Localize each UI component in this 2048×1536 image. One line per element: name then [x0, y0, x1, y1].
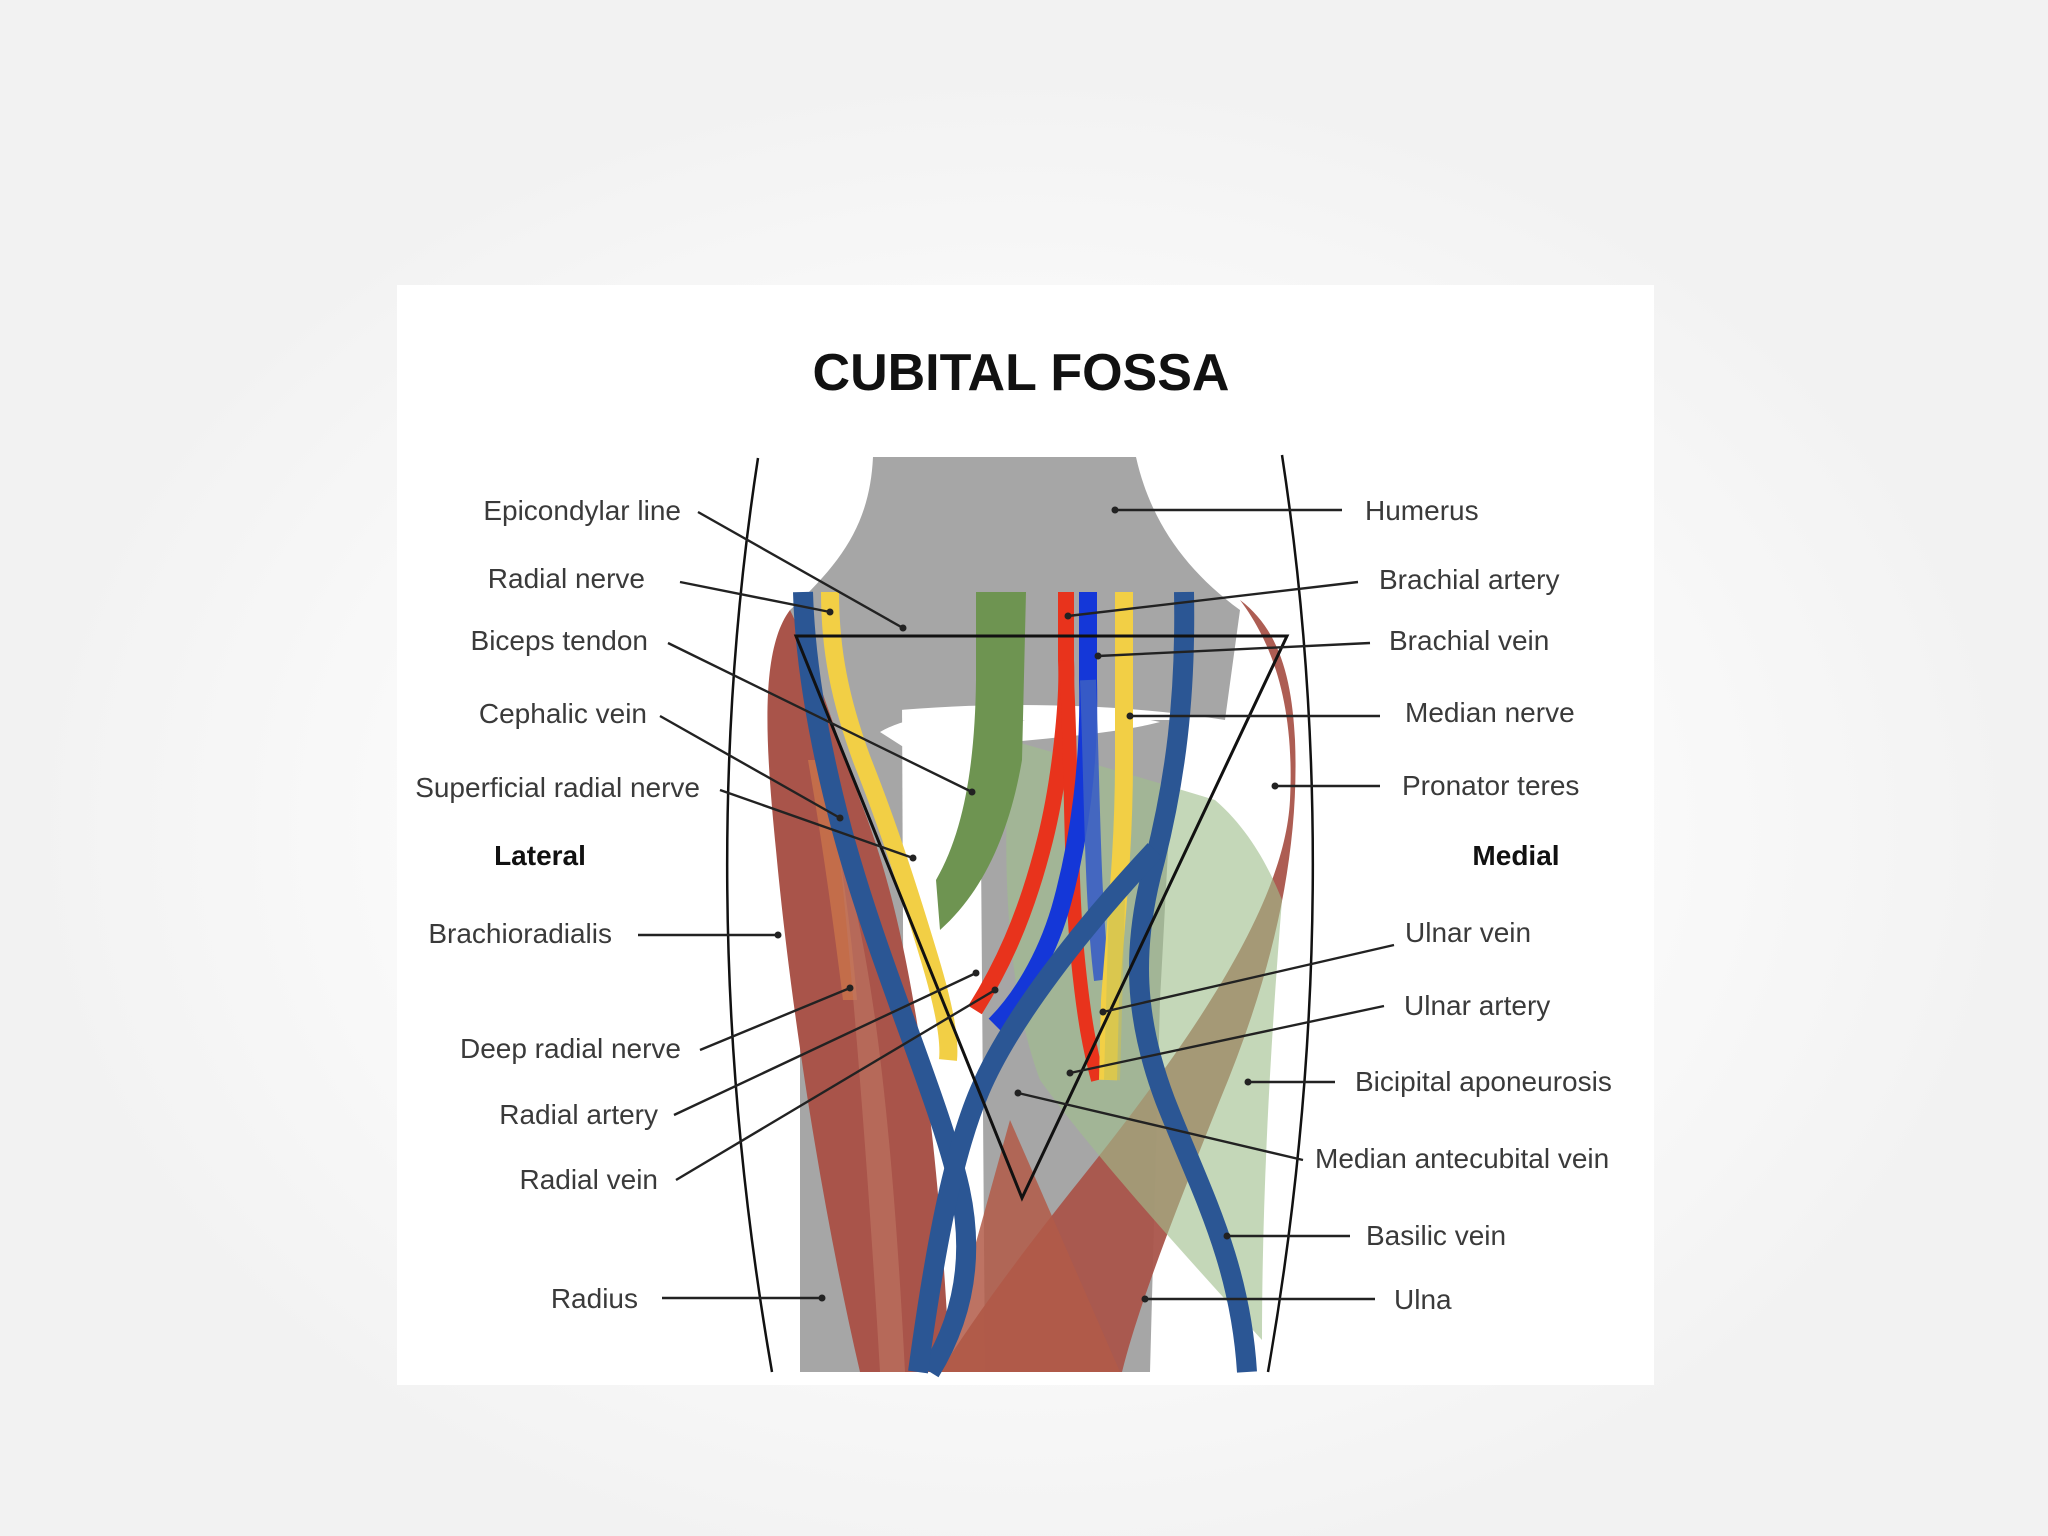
label-radial-nerve: Radial nerve: [488, 563, 645, 594]
leader-brachial-vein: [1097, 641, 1371, 658]
leader-biceps-tendon: [667, 641, 973, 794]
label-cephalic-vein: Cephalic vein: [479, 698, 647, 729]
medial-label: Medial: [1472, 840, 1559, 871]
leader-radial-artery: [673, 971, 977, 1117]
label-median-antecubital-vein: Median antecubital vein: [1315, 1143, 1609, 1174]
leader-dot: [826, 608, 834, 616]
label-bicipital-aponeurosis: Bicipital aponeurosis: [1355, 1066, 1612, 1097]
lateral-arm-outline: [725, 457, 774, 1373]
label-biceps-tendon: Biceps tendon: [471, 625, 648, 656]
label-ulnar-vein: Ulnar vein: [1405, 917, 1531, 948]
basilic-vein: [1128, 591, 1257, 1373]
leader-dot: [909, 854, 917, 862]
leader-dot: [1099, 1008, 1107, 1016]
leader-median-antecubital-vein: [1017, 1091, 1304, 1162]
lateral-label: Lateral: [494, 840, 586, 871]
deep-radial-nerve: [808, 760, 857, 1000]
leader-dot: [1014, 1089, 1022, 1097]
label-humerus: Humerus: [1365, 495, 1479, 526]
leader-epicondylar-line: [697, 510, 904, 630]
median-nerve-under-aponeurosis: [1104, 899, 1125, 1081]
leader-dot: [1141, 1295, 1149, 1303]
leader-dot: [1223, 1232, 1231, 1240]
cubital-fossa-diagram: CUBITAL FOSSA Lateral Medial Epicondylar…: [415, 344, 1612, 1378]
cephalic-vein: [793, 591, 977, 1378]
leader-dot: [972, 969, 980, 977]
leader-dot: [1094, 652, 1102, 660]
label-ulnar-artery: Ulnar artery: [1404, 990, 1550, 1021]
leader-dot: [1271, 782, 1279, 790]
diagram-card: CUBITAL FOSSA Lateral Medial Epicondylar…: [397, 285, 1654, 1385]
label-radial-artery: Radial artery: [499, 1099, 658, 1130]
forearm-muscle-overlap: [940, 1120, 1120, 1372]
leader-dot: [774, 931, 782, 939]
label-epicondylar-line: Epicondylar line: [483, 495, 681, 526]
muscle-highlight: [838, 840, 905, 1372]
radial-nerve: [821, 591, 958, 1061]
leader-radial-nerve: [679, 580, 831, 614]
label-radius: Radius: [551, 1283, 638, 1314]
leader-dot: [818, 1294, 826, 1302]
leader-dot: [991, 986, 999, 994]
ulnar-vein: [1080, 679, 1110, 981]
leader-dot: [836, 814, 844, 822]
label-brachial-artery: Brachial artery: [1379, 564, 1560, 595]
leader-superficial-radial-nerve: [719, 788, 914, 860]
leader-ulnar-artery: [1069, 1004, 1385, 1075]
label-brachial-vein: Brachial vein: [1389, 625, 1549, 656]
diagram-title: CUBITAL FOSSA: [813, 344, 1230, 402]
biceps-tendon: [936, 592, 1026, 930]
label-pronator-teres: Pronator teres: [1402, 770, 1579, 801]
leader-dot: [846, 984, 854, 992]
label-ulna: Ulna: [1394, 1284, 1452, 1315]
leader-dot: [1066, 1069, 1074, 1077]
leader-dot: [1111, 506, 1119, 514]
label-radial-vein: Radial vein: [519, 1164, 658, 1195]
leader-dot: [899, 624, 907, 632]
leader-cephalic-vein: [659, 714, 841, 820]
leader-dot: [1244, 1078, 1252, 1086]
cubital-fossa-triangle: [793, 634, 1290, 1202]
leader-dot: [1064, 612, 1072, 620]
leader-dot: [1126, 712, 1134, 720]
leader-ulnar-vein: [1102, 943, 1395, 1014]
label-basilic-vein: Basilic vein: [1366, 1220, 1506, 1251]
leader-deep-radial-nerve: [699, 986, 851, 1052]
label-superficial-radial-nerve: Superficial radial nerve: [415, 772, 700, 803]
label-brachioradialis: Brachioradialis: [428, 918, 612, 949]
joint-space-radial: [918, 723, 952, 852]
label-deep-radial-nerve: Deep radial nerve: [460, 1033, 681, 1064]
label-median-nerve: Median nerve: [1405, 697, 1575, 728]
leader-radial-vein: [675, 988, 996, 1182]
leader-dot: [968, 788, 976, 796]
leader-brachial-artery: [1067, 580, 1359, 618]
